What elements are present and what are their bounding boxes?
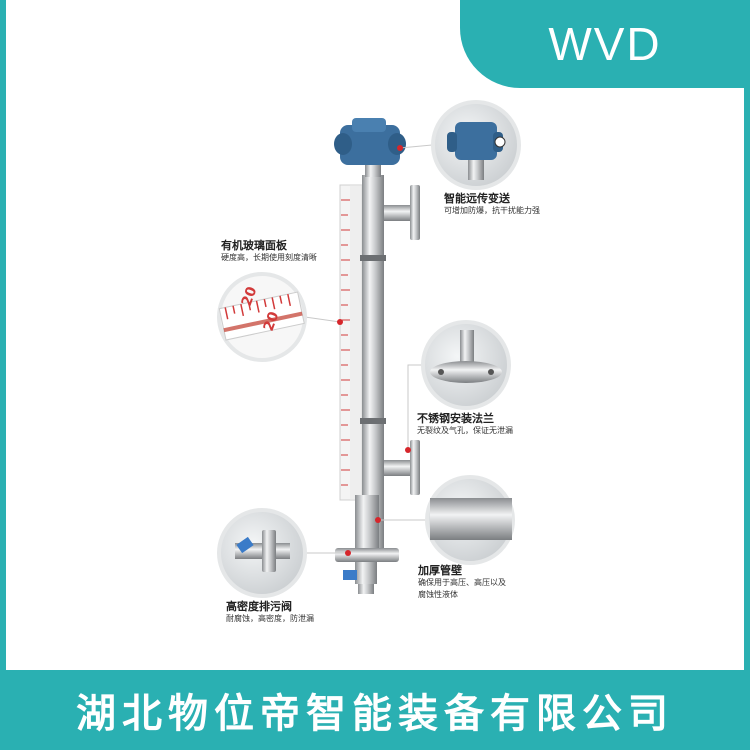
callout-panel-desc: 硬度高，长期使用刻度清晰 [221, 253, 317, 262]
lower-side-flange [384, 440, 420, 495]
scale-label-2: 20 [261, 309, 283, 333]
magnifier-transmitter [431, 100, 521, 190]
callout-flange-title: 不锈钢安装法兰 [417, 412, 494, 425]
callout-dots [337, 145, 411, 556]
level-gauge-illustration: 20 20 [217, 100, 521, 598]
bottom-flange [335, 548, 399, 594]
callout-valve-desc: 耐腐蚀，高密度，防泄漏 [226, 614, 314, 623]
acrylic-scale-panel [339, 184, 363, 501]
company-name: 湖北物位帝智能装备有限公司 [76, 691, 674, 737]
magnifier-pipe-wall [425, 475, 515, 565]
callout-pipe-title: 加厚管壁 [418, 564, 462, 577]
magnifier-drain-valve [217, 508, 307, 598]
callout-transmitter-desc: 可增加防爆，抗干扰能力强 [444, 206, 540, 215]
brand-tab: WVD [460, 0, 750, 88]
brand-logo-text: WVD [548, 18, 662, 70]
magnifier-flange [421, 320, 511, 410]
footer-banner: 湖北物位帝智能装备有限公司 [0, 670, 750, 750]
magnifier-scale: 20 20 [217, 272, 307, 362]
callout-valve-title: 高密度排污阀 [226, 600, 292, 613]
callout-pipe-desc-1: 确保用于高压、高压以及 [418, 578, 506, 587]
callout-transmitter-title: 智能远传变送 [444, 192, 510, 205]
scale-label-1: 20 [239, 284, 261, 308]
callout-panel-title: 有机玻璃面板 [221, 239, 287, 252]
upper-side-flange [384, 185, 420, 240]
main-column [355, 175, 386, 555]
transmitter-head [334, 118, 406, 177]
callout-flange-desc: 无裂纹及气孔，保证无泄漏 [417, 426, 513, 435]
leader-lines [300, 144, 433, 554]
callout-pipe-desc-2: 腐蚀性液体 [418, 590, 458, 599]
